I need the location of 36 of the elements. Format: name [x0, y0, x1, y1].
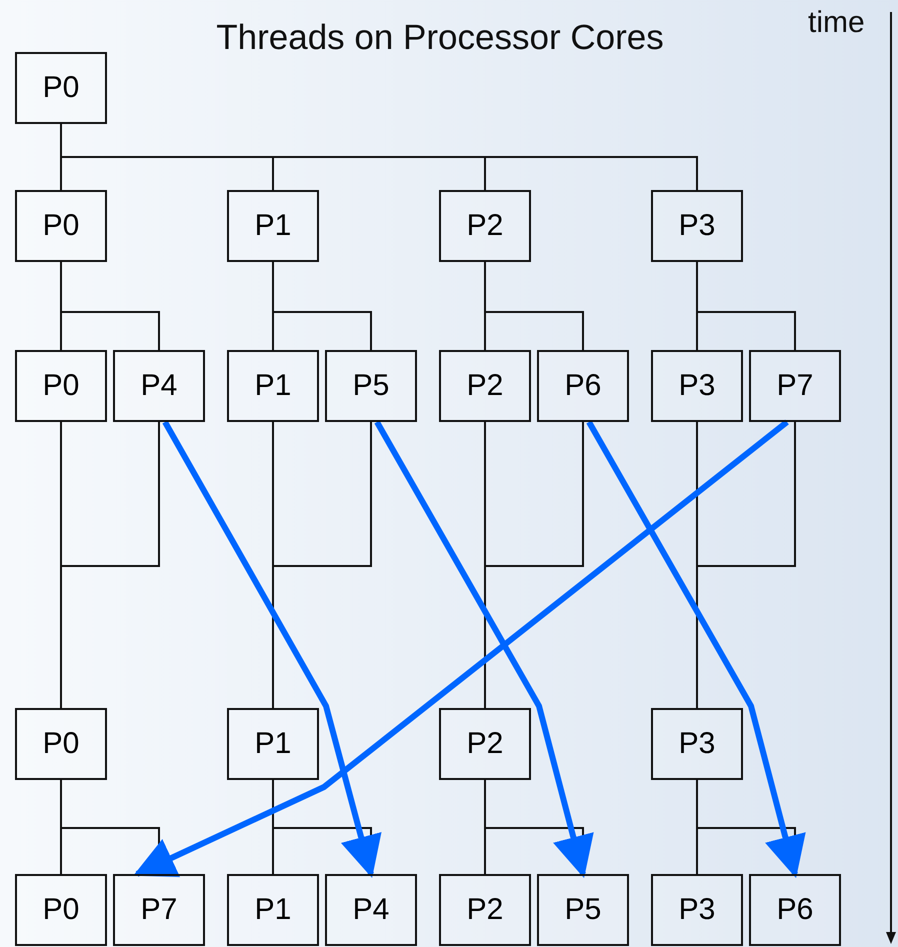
connector-line — [60, 262, 160, 350]
thread-box: P7 — [749, 350, 841, 422]
thread-box: P2 — [439, 874, 531, 946]
thread-box: P0 — [15, 874, 107, 946]
thread-box: P0 — [15, 350, 107, 422]
thread-box: P2 — [439, 708, 531, 780]
thread-box: P0 — [15, 190, 107, 262]
thread-box: P3 — [651, 708, 743, 780]
thread-box: P1 — [227, 190, 319, 262]
thread-box: P3 — [651, 874, 743, 946]
connector-line — [696, 262, 796, 350]
diagram-title: Threads on Processor Cores — [215, 18, 665, 58]
thread-box: P5 — [325, 350, 417, 422]
thread-box: P1 — [227, 350, 319, 422]
thread-box: P3 — [651, 190, 743, 262]
thread-box: P6 — [749, 874, 841, 946]
thread-box: P6 — [537, 350, 629, 422]
arrow — [586, 420, 806, 878]
connector-line — [272, 262, 372, 350]
connector-line — [484, 262, 584, 350]
thread-box: P7 — [113, 874, 205, 946]
thread-box: P0 — [15, 52, 107, 124]
thread-box: P2 — [439, 350, 531, 422]
arrow — [133, 420, 789, 878]
connector-line — [60, 422, 160, 708]
arrow — [162, 420, 382, 878]
thread-box: P4 — [113, 350, 205, 422]
thread-box: P3 — [651, 350, 743, 422]
thread-box: P1 — [227, 874, 319, 946]
thread-box: P5 — [537, 874, 629, 946]
thread-box: P2 — [439, 190, 531, 262]
thread-box: P0 — [15, 708, 107, 780]
axis-label: time — [808, 6, 865, 40]
arrow — [374, 420, 594, 878]
thread-box: P1 — [227, 708, 319, 780]
thread-box: P4 — [325, 874, 417, 946]
